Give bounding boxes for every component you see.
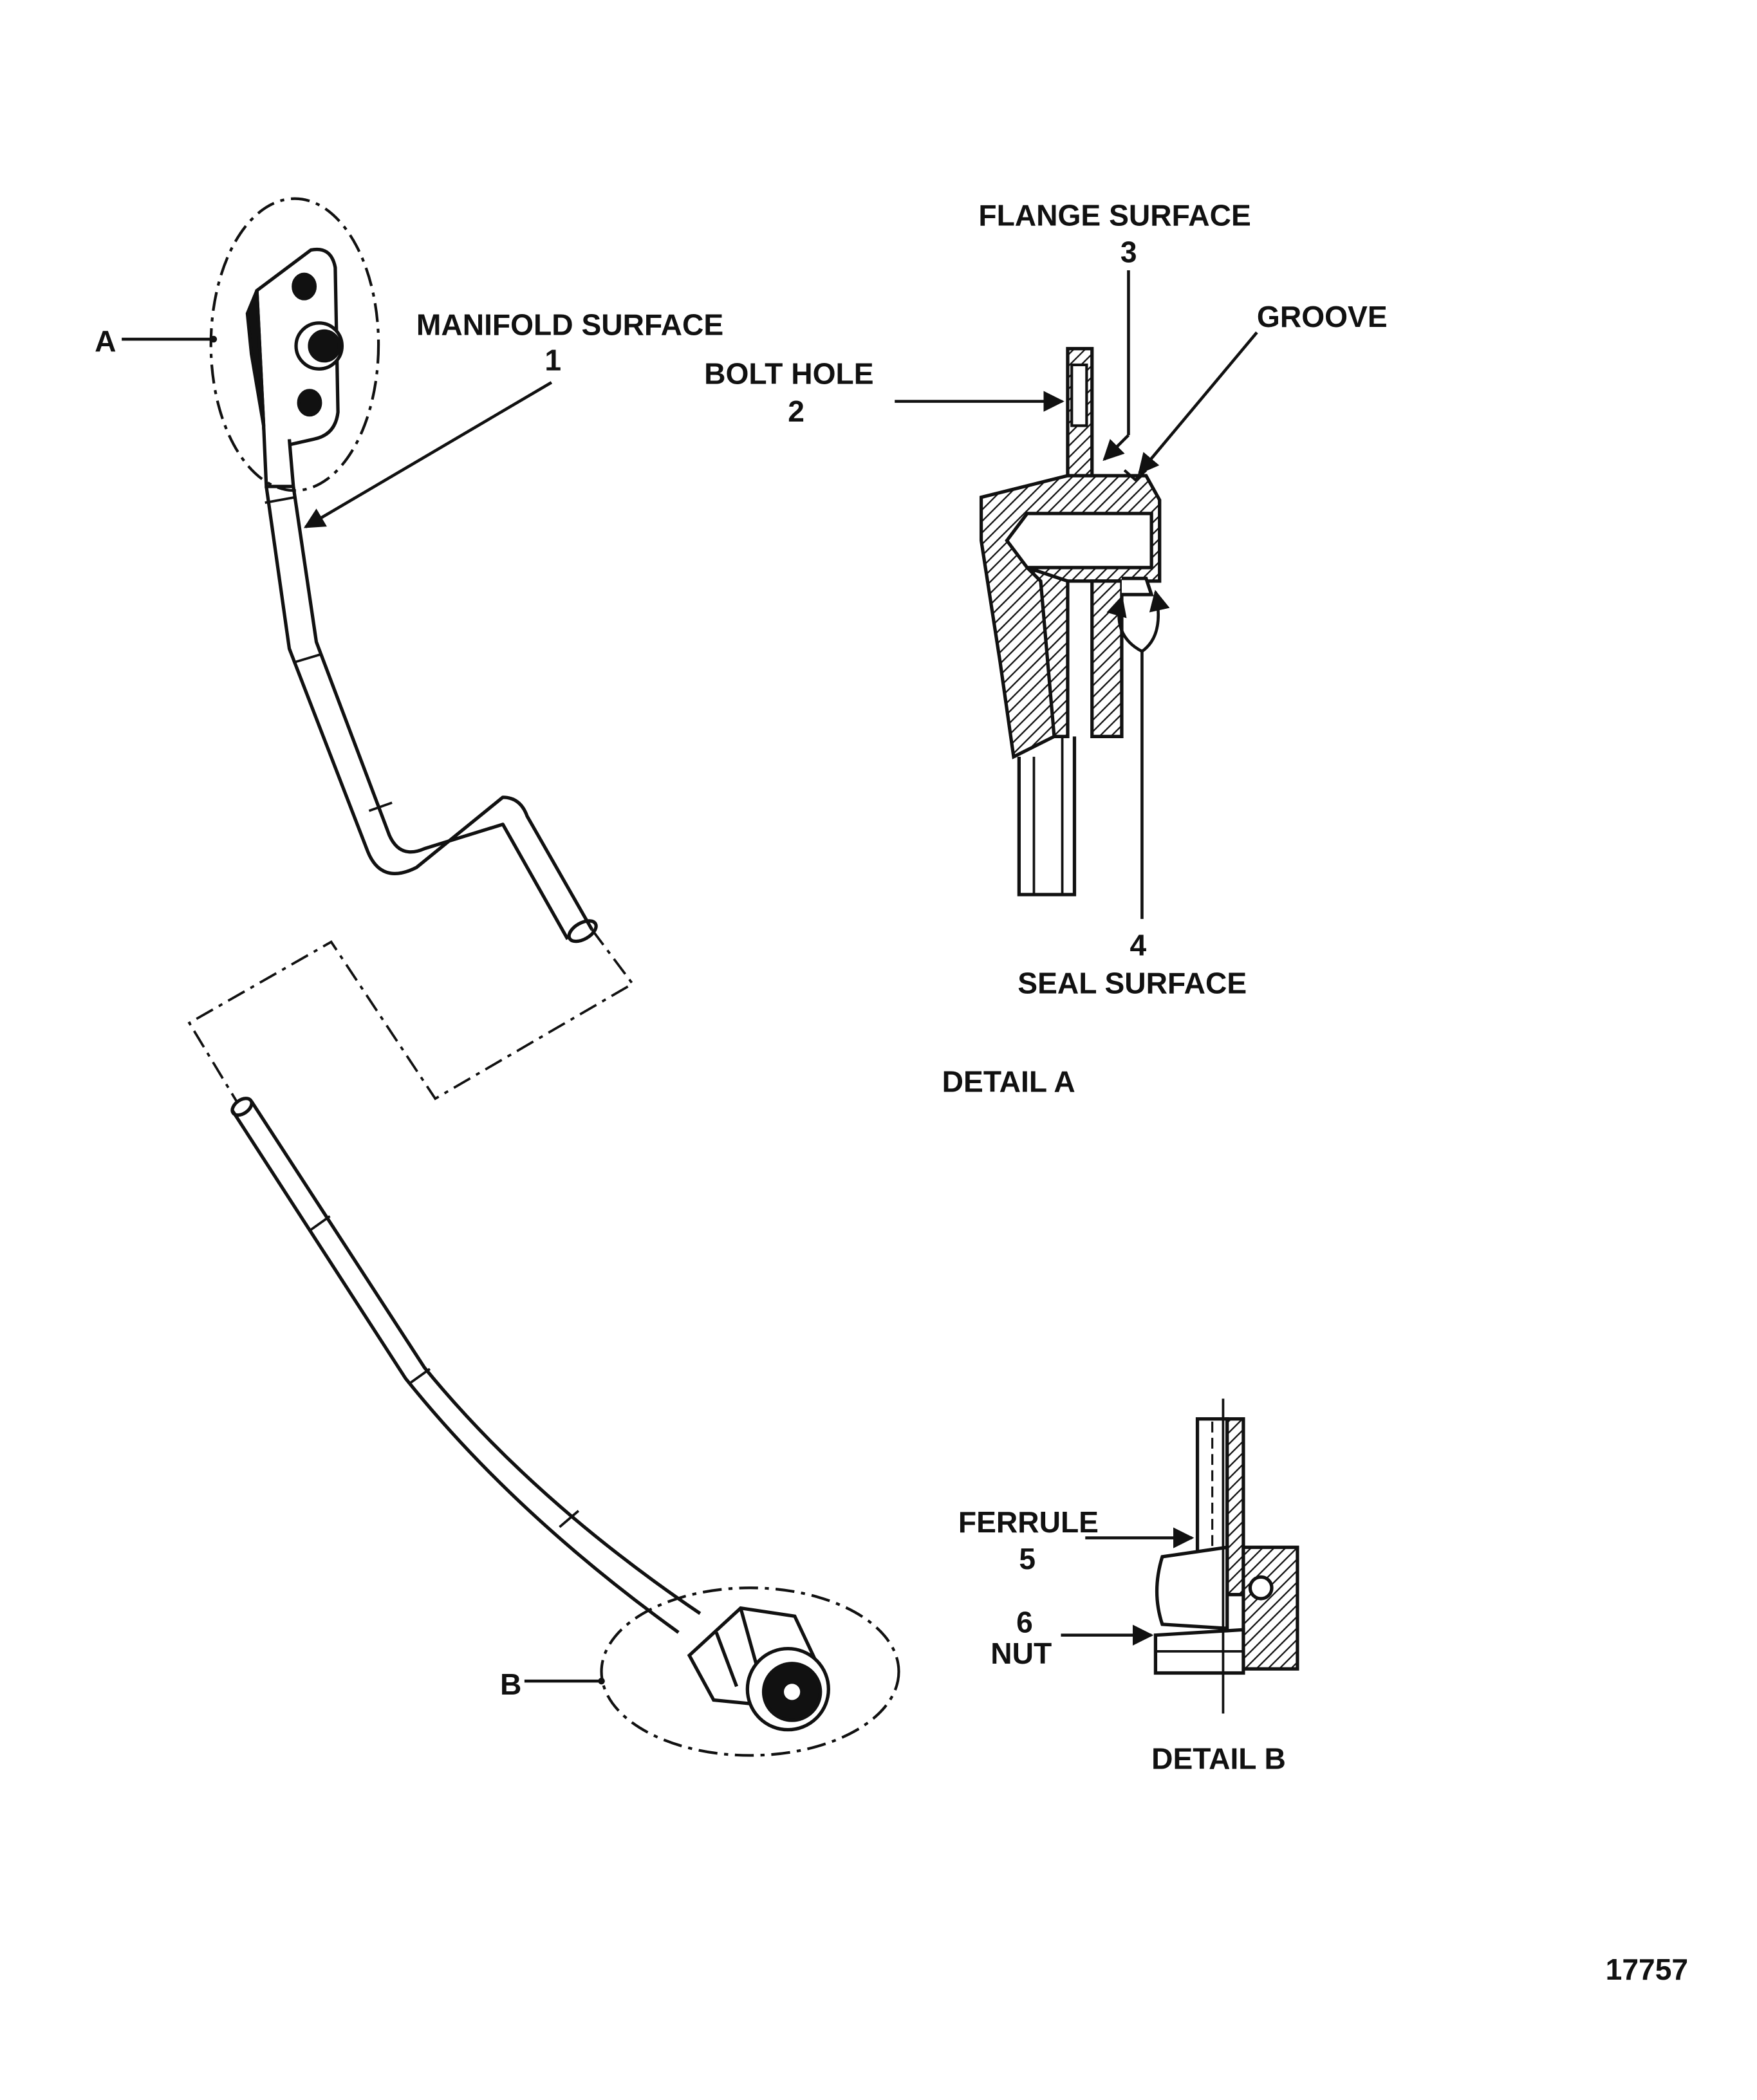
ferrule-number: 5 [1019, 1542, 1036, 1575]
detail-a-title: DETAIL A [942, 1065, 1075, 1099]
fitting-nut [687, 1606, 830, 1732]
nut-number: 6 [1016, 1605, 1033, 1639]
bolt-hole-label: BOLT HOLE [704, 357, 873, 390]
phantom-connection-line [187, 929, 635, 1102]
lower-tube [230, 1097, 702, 1634]
groove-label: GROOVE [1257, 300, 1388, 333]
callout-a-label: A [95, 324, 116, 358]
seal-surface-number: 4 [1130, 929, 1147, 962]
flange-surface-number: 3 [1120, 235, 1137, 268]
figure-id: 17757 [1606, 1953, 1688, 1986]
manifold-surface-number: 1 [544, 343, 561, 376]
upper-tube [265, 486, 598, 943]
callout-b-label: B [500, 1668, 521, 1701]
bolt-hole-number: 2 [788, 395, 804, 428]
nut-label: NUT [990, 1637, 1052, 1670]
flange-surface-label: FLANGE SURFACE [978, 199, 1250, 232]
flange-plate [245, 247, 344, 488]
detail-b-title: DETAIL B [1151, 1742, 1286, 1776]
detail-b-section [1153, 1398, 1299, 1714]
detail-a-callout-ellipse [209, 197, 380, 492]
ferrule-label: FERRULE [958, 1505, 1099, 1539]
detail-a-section [979, 347, 1162, 897]
manifold-surface-label: MANIFOLD SURFACE [416, 308, 723, 342]
detail-b-callout-ellipse [600, 1586, 900, 1757]
seal-surface-label: SEAL SURFACE [1018, 966, 1247, 999]
